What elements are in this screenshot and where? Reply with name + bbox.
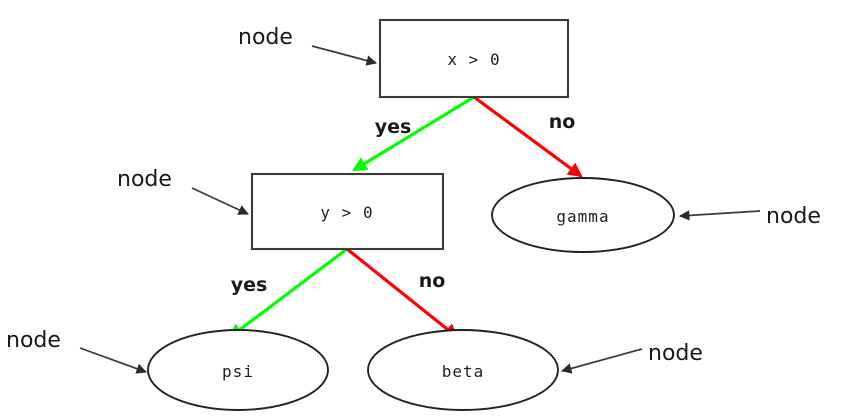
edge-second-no [346, 247, 459, 339]
node-root-label: x > 0 [447, 50, 500, 69]
node-second-box [250, 172, 445, 251]
annotation-gamma-arrow [678, 210, 761, 221]
annotation-psi-arrow [79, 347, 147, 374]
annotation-beta-arrow [560, 348, 643, 374]
node-second[interactable]: y > 0 [250, 172, 445, 251]
node-root[interactable]: x > 0 [378, 18, 570, 99]
annotation-second: node [117, 167, 249, 215]
annotation-beta-label: node [648, 341, 703, 366]
annotation-psi: node [6, 328, 147, 374]
annotation-second-arrow [191, 187, 249, 215]
node-beta-ellipse [367, 329, 559, 411]
edge-second-yes [228, 247, 348, 339]
edge-label-root-no: no [549, 111, 576, 133]
node-psi-ellipse [147, 329, 329, 411]
annotation-root-arrow [311, 45, 378, 66]
edge-root-no [473, 95, 583, 178]
node-root-box [378, 18, 570, 99]
annotation-root: node [238, 25, 378, 66]
node-beta-label: beta [442, 362, 485, 381]
node-gamma[interactable]: gamma [491, 177, 675, 253]
edge-label-second-no: no [419, 270, 446, 292]
edge-label-second-yes: yes [231, 274, 268, 296]
node-psi-label: psi [222, 362, 254, 381]
annotation-gamma: node [678, 204, 821, 229]
node-beta[interactable]: beta [367, 329, 559, 411]
node-gamma-label: gamma [556, 207, 609, 226]
node-second-label: y > 0 [320, 203, 373, 222]
annotation-gamma-label: node [766, 204, 821, 229]
edge-root-yes [352, 95, 475, 172]
annotation-psi-label: node [6, 328, 61, 353]
annotation-beta: node [560, 341, 703, 374]
edge-label-root-yes: yes [375, 116, 412, 138]
node-psi[interactable]: psi [147, 329, 329, 411]
annotation-second-label: node [117, 167, 172, 192]
annotation-root-label: node [238, 25, 293, 50]
node-gamma-ellipse [491, 177, 675, 253]
